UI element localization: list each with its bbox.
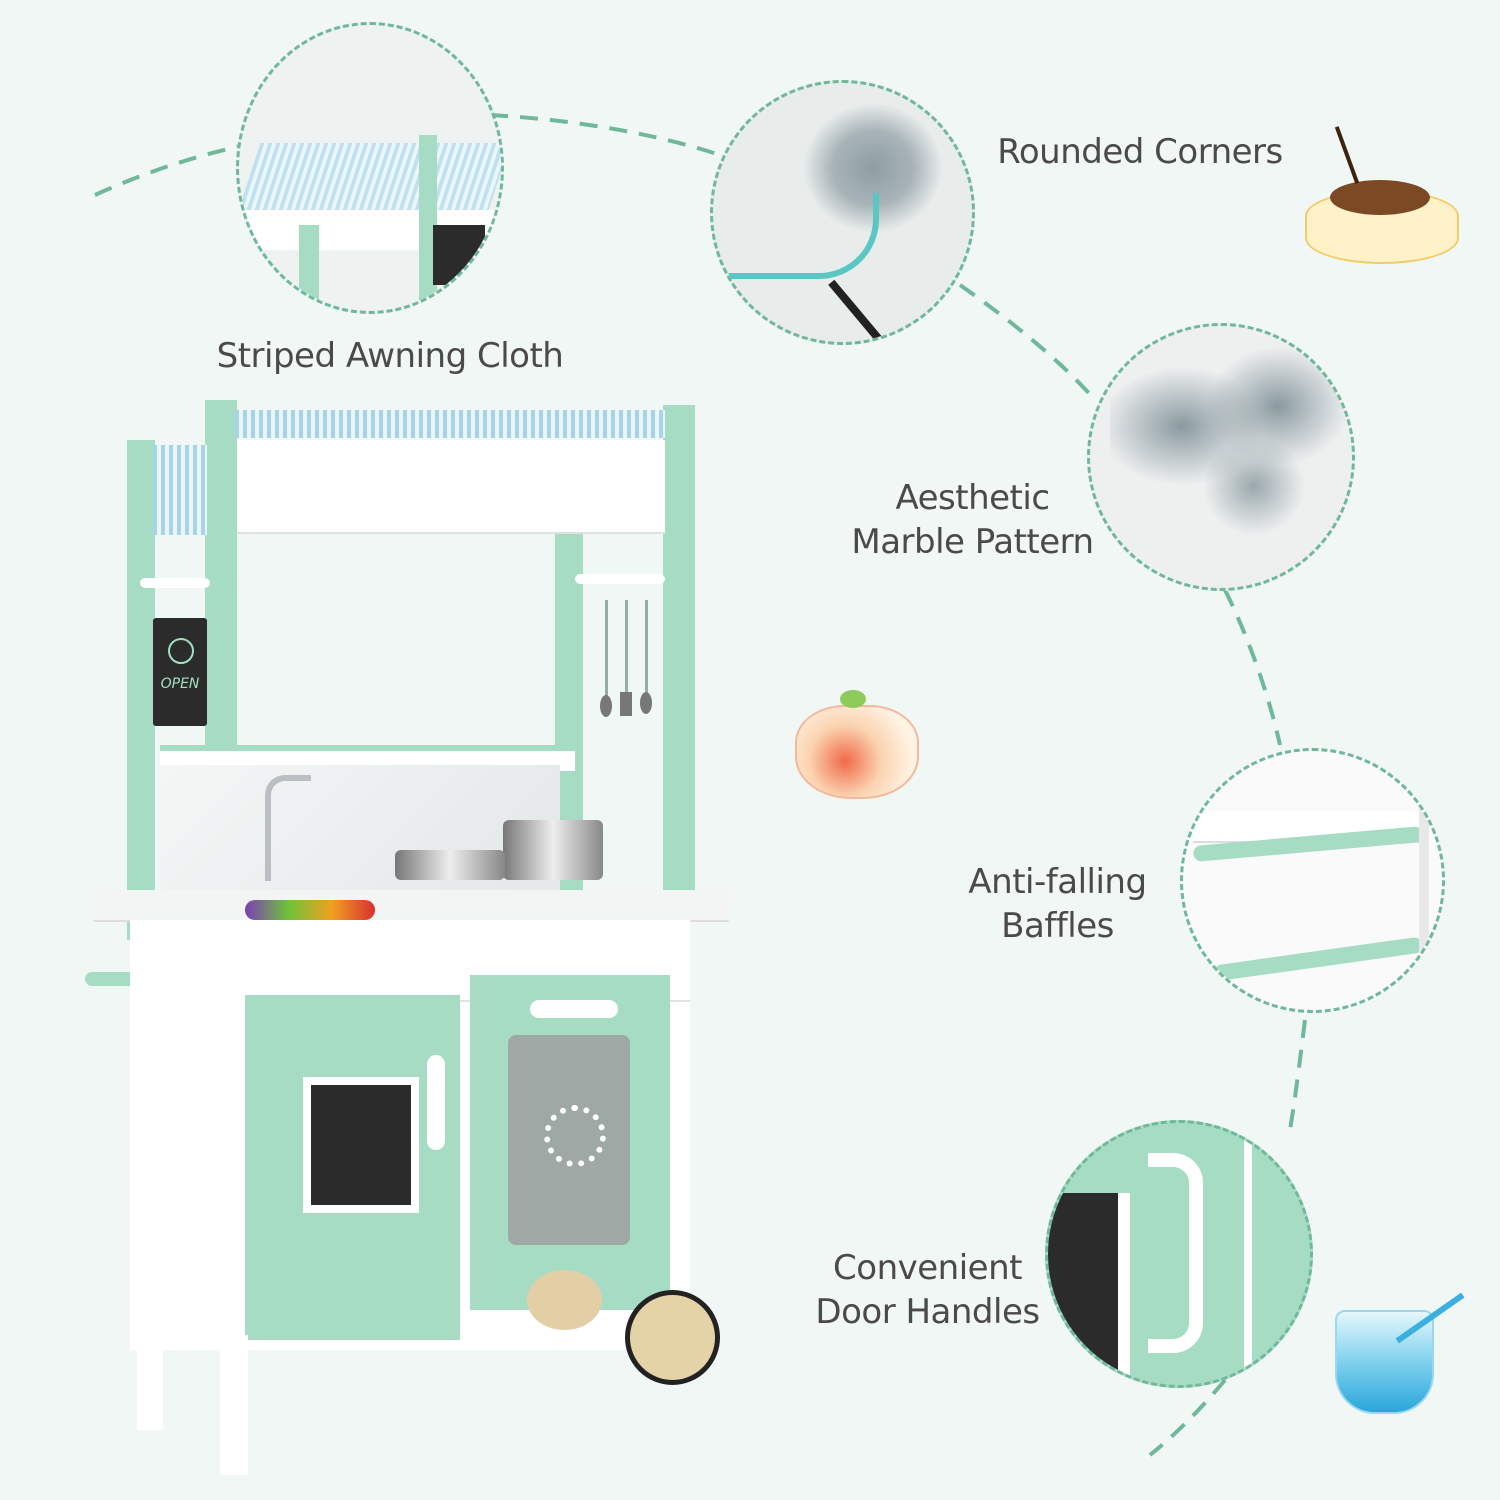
handles-label-line1: Convenient xyxy=(833,1248,1022,1288)
right-front-post xyxy=(663,405,695,895)
left-rod xyxy=(140,578,210,588)
feature-label-corners: Rounded Corners xyxy=(997,132,1283,172)
flower-pattern xyxy=(544,1105,606,1167)
drink-icon xyxy=(1335,1290,1465,1420)
cable xyxy=(828,279,886,342)
handles-label-line2: Door Handles xyxy=(815,1292,1040,1332)
wheel-front xyxy=(625,1290,720,1385)
frying-pan xyxy=(395,850,505,880)
awning-post-right xyxy=(419,135,437,311)
play-kitchen: OPEN xyxy=(85,400,735,1480)
oven-window xyxy=(508,1035,630,1245)
left-back-post xyxy=(127,440,155,940)
feature-label-awning: Striped Awning Cloth xyxy=(216,336,564,376)
front-leg xyxy=(220,1335,248,1475)
baffle-rail-2 xyxy=(1212,936,1424,982)
countertop xyxy=(93,890,732,922)
marble-pattern-circle xyxy=(1087,323,1355,591)
chalkboard-edge xyxy=(1048,1193,1130,1383)
feature-label-baffles: Anti-falling Baffles xyxy=(945,860,1170,948)
door-handles-circle xyxy=(1045,1120,1313,1388)
feature-label-handles: Convenient Door Handles xyxy=(805,1246,1050,1334)
shelf-side xyxy=(1419,771,1429,1010)
baffles-circle xyxy=(1180,748,1445,1013)
fruit-jelly-icon xyxy=(795,690,919,799)
chalkboard-window xyxy=(303,1077,419,1213)
sink-vegetables xyxy=(245,900,375,920)
left-door-handle[interactable] xyxy=(427,1055,445,1150)
baffles-label-line2: Baffles xyxy=(1001,906,1114,946)
mini-chalkboard xyxy=(433,225,485,285)
open-sign-text: OPEN xyxy=(160,676,200,692)
door-gap xyxy=(1244,1123,1252,1385)
feature-label-marble: Aesthetic Marble Pattern xyxy=(840,476,1105,564)
utensil-set xyxy=(600,580,660,730)
awning-side-cloth xyxy=(153,445,207,535)
marble-label-line1: Aesthetic xyxy=(895,478,1050,518)
sun-icon xyxy=(168,638,194,664)
marble-vein xyxy=(1110,346,1350,546)
right-door-handle[interactable] xyxy=(530,1000,618,1018)
pot xyxy=(503,820,603,880)
open-sign[interactable]: OPEN xyxy=(153,618,207,726)
awning-post xyxy=(299,225,319,311)
cake-icon xyxy=(1305,126,1459,264)
faucet xyxy=(265,775,311,881)
wheel-back xyxy=(527,1270,602,1330)
marble-label-line2: Marble Pattern xyxy=(851,522,1094,562)
awning-cloth-main xyxy=(235,410,665,438)
baffles-label-line1: Anti-falling xyxy=(968,862,1147,902)
right-rod xyxy=(575,574,665,584)
left-leg xyxy=(137,1330,163,1430)
rounded-corners-circle xyxy=(710,80,975,345)
awning-detail-circle xyxy=(236,22,504,314)
door-handle xyxy=(1148,1153,1203,1353)
awning-cloth xyxy=(239,143,501,213)
left-cabinet-door[interactable] xyxy=(245,995,460,1340)
right-cabinet-door[interactable] xyxy=(470,975,670,1310)
canopy-board xyxy=(237,440,665,534)
corner-edge xyxy=(713,193,879,279)
